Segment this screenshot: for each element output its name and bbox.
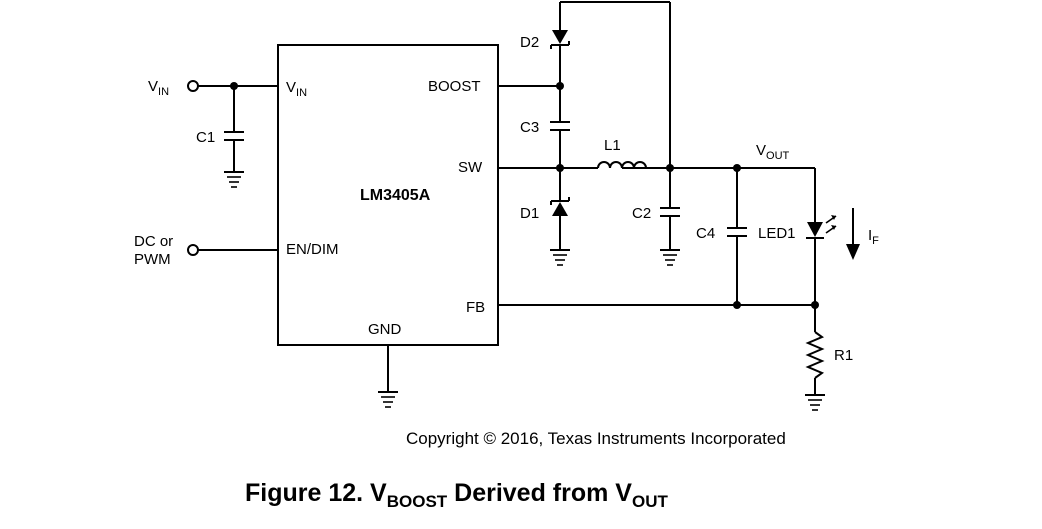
pin-vin-label: VIN	[286, 79, 307, 99]
pin-boost-label: BOOST	[428, 78, 481, 95]
figure-caption: Figure 12. VBOOST Derived from VOUT	[245, 479, 668, 511]
d1-label: D1	[520, 205, 539, 222]
pin-gnd-label: GND	[368, 321, 402, 338]
c4-label: C4	[696, 225, 715, 242]
capacitor-c3	[550, 86, 570, 168]
capacitor-c1	[224, 86, 244, 172]
ground-c1	[224, 171, 244, 188]
pin-sw-label: SW	[458, 159, 483, 176]
ground-c2	[660, 249, 680, 266]
c1-label: C1	[196, 129, 215, 146]
if-label: IF	[868, 227, 879, 247]
vout-label: VOUT	[756, 142, 790, 162]
c3-label: C3	[520, 119, 539, 136]
led-led1	[806, 168, 837, 305]
copyright-text: Copyright © 2016, Texas Instruments Inco…	[406, 429, 786, 448]
ground-ic	[378, 345, 398, 408]
resistor-r1	[805, 305, 825, 395]
ground-d1	[550, 249, 570, 266]
c2-label: C2	[632, 205, 651, 222]
en-terminal	[187, 244, 199, 256]
vin-input-label: VIN	[148, 78, 169, 98]
ground-r1	[805, 394, 825, 411]
fb-node-c4	[733, 301, 741, 309]
dc-label-line2: PWM	[134, 251, 171, 268]
pin-fb-label: FB	[466, 299, 485, 316]
dc-label-line1: DC or	[134, 233, 173, 250]
r1-label: R1	[834, 347, 853, 364]
capacitor-c2	[660, 168, 680, 250]
vin-terminal	[187, 80, 199, 92]
d2-label: D2	[520, 34, 539, 51]
current-if-arrow	[846, 208, 860, 260]
chip-name: LM3405A	[360, 187, 431, 204]
diode-d2	[550, 2, 570, 86]
pin-en-dim-label: EN/DIM	[286, 241, 339, 258]
led1-label: LED1	[758, 225, 796, 242]
diode-d1	[550, 168, 570, 250]
capacitor-c4	[727, 168, 747, 305]
l1-label: L1	[604, 137, 621, 154]
